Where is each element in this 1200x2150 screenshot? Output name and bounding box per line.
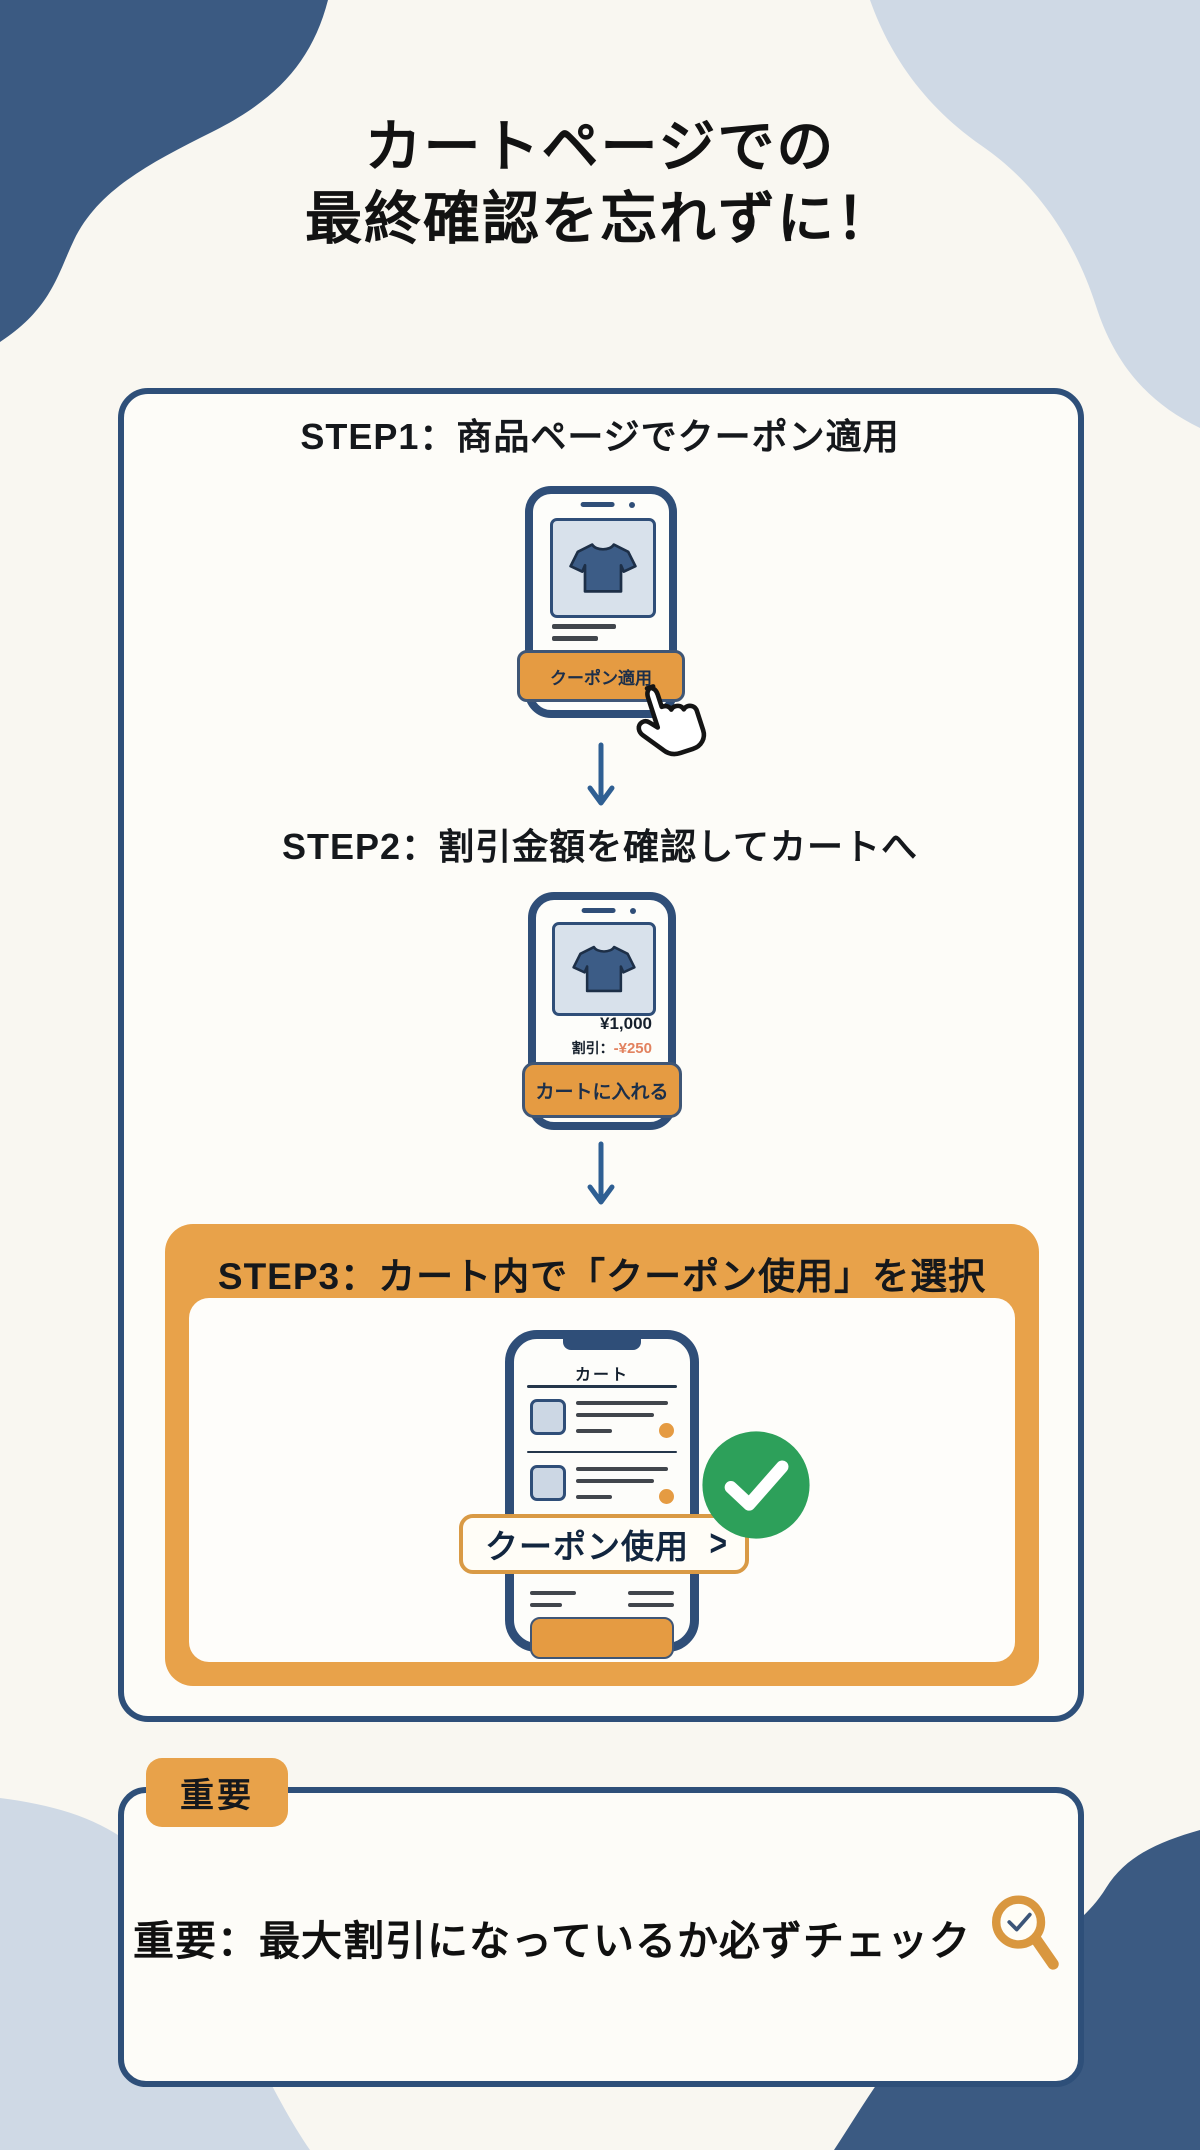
- cart-screen-title: カート: [574, 1367, 629, 1384]
- summary-line: [530, 1591, 576, 1595]
- cart-item-line: [576, 1413, 654, 1417]
- important-row: 重要：最大割引になっているか必ずチェック: [118, 1787, 1084, 2087]
- discount-label: 割引：: [571, 1040, 614, 1056]
- cart-item-line: [576, 1467, 668, 1471]
- discount-row: 割引：-¥250: [572, 1038, 652, 1058]
- step2-heading: STEP2：割引金額を確認してカートへ: [282, 826, 918, 867]
- tshirt-icon: [569, 543, 637, 593]
- hand-cursor-icon: [636, 684, 707, 757]
- product-image-card: [552, 922, 656, 1016]
- page-title-line-1: カートページでの: [364, 115, 836, 179]
- summary-line: [530, 1603, 562, 1607]
- check-circle-icon: [702, 1431, 810, 1539]
- important-panel: [118, 1787, 1084, 2087]
- step3-phone-illustration: カート: [505, 1330, 699, 1659]
- cart-item-dot: [659, 1489, 674, 1504]
- important-note: 重要：最大割引になっているか必ずチェック: [133, 1918, 971, 1964]
- cart-item-dot: [659, 1423, 674, 1438]
- cart-item-line: [576, 1479, 654, 1483]
- step2-phone-illustration: ¥1,000 割引：-¥250 カートに入れる: [522, 892, 682, 1130]
- text-line: [552, 636, 598, 641]
- page-title: カートページでの 最終確認を忘れずに！: [0, 112, 1200, 256]
- cart-item-line: [576, 1401, 668, 1405]
- chevron-right-icon: >: [709, 1522, 727, 1564]
- add-to-cart-button[interactable]: カートに入れる: [522, 1062, 682, 1118]
- phone-camera-dot: [630, 908, 636, 914]
- important-badge: 重要: [146, 1758, 288, 1827]
- step1-phone-illustration: クーポン適用: [517, 486, 707, 757]
- phone-notch: [581, 908, 616, 913]
- arrow-down-icon: [587, 1141, 615, 1205]
- phone-notch: [563, 1337, 641, 1350]
- magnifier-check-icon: [991, 1895, 1059, 1970]
- page-title-line-2: 最終確認を忘れずに！: [305, 186, 895, 251]
- text-line: [552, 624, 616, 629]
- cart-item-thumbnail: [530, 1399, 566, 1435]
- divider: [527, 1385, 677, 1388]
- cart-item-line: [576, 1429, 612, 1433]
- arrow-down-icon: [587, 742, 615, 806]
- product-image-card: [550, 518, 656, 618]
- summary-line: [628, 1591, 674, 1595]
- coupon-use-label: クーポン使用: [485, 1528, 689, 1565]
- divider: [527, 1451, 677, 1453]
- discount-value: -¥250: [613, 1040, 652, 1057]
- cart-item-thumbnail: [530, 1465, 566, 1501]
- tshirt-icon: [572, 945, 636, 993]
- coupon-apply-button[interactable]: クーポン適用: [517, 650, 685, 702]
- step3-heading: STEP3：カート内で「クーポン使用」を選択: [217, 1256, 987, 1297]
- checkout-button: [530, 1617, 674, 1659]
- summary-line: [628, 1603, 674, 1607]
- phone-notch: [580, 502, 615, 507]
- cart-item-line: [576, 1495, 612, 1499]
- step1-heading: STEP1：商品ページでクーポン適用: [300, 416, 900, 457]
- phone-camera-dot: [629, 502, 635, 508]
- price-text: ¥1,000: [600, 1014, 652, 1033]
- coupon-use-pill[interactable]: クーポン使用 >: [459, 1514, 749, 1574]
